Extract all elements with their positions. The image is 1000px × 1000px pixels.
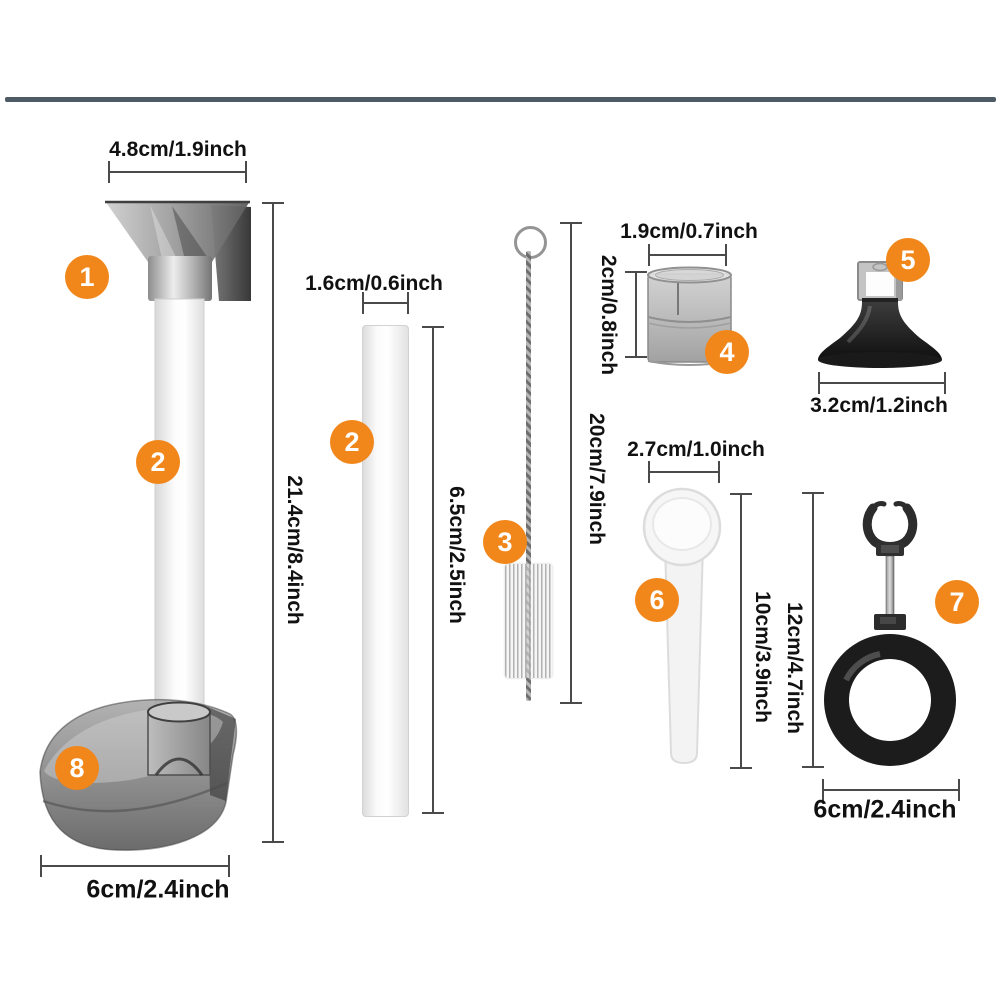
funnel-highlight	[150, 205, 176, 259]
suction-highlight	[846, 305, 872, 344]
brush-length-label: 20cm/7.9inch	[585, 413, 608, 545]
ring-height-dimension-line	[802, 492, 824, 768]
tube-holder-opening	[147, 701, 211, 723]
spoon-length-dimension-line	[730, 493, 752, 769]
spoon-illustration	[642, 487, 722, 765]
suction-width-label: 3.2cm/1.2inch	[810, 394, 948, 417]
long-tube-length-label: 21.4cm/8.4inch	[283, 475, 306, 625]
badge-suction-cup: 5	[886, 238, 930, 282]
ring-height-label: 12cm/4.7inch	[783, 602, 806, 734]
suction-clip-side	[896, 262, 902, 300]
badge-funnel: 1	[65, 255, 109, 299]
ring-highlight	[843, 651, 881, 682]
cup-mid-seam	[647, 316, 732, 323]
badge-base-bowl: 8	[55, 746, 99, 790]
ring-clip-fork-tip-right	[893, 501, 910, 511]
ring-annulus	[824, 634, 957, 766]
tube-holder	[147, 710, 211, 776]
base-width-label: 6cm/2.4inch	[86, 875, 230, 904]
suction-cone	[818, 302, 942, 360]
long-tube-length-dimension-line	[262, 202, 284, 843]
cup-mid-seam-2	[647, 322, 732, 329]
suction-cup-illustration	[818, 261, 942, 368]
tube-holder-arch	[154, 757, 204, 776]
funnel-cone	[105, 201, 250, 262]
funnel-spout-shadow	[172, 206, 208, 260]
suction-width-dimension-line	[818, 372, 946, 394]
badge-long-tube: 2	[136, 440, 180, 484]
short-tube-illustration	[362, 325, 409, 817]
brush-length-dimension-line	[560, 222, 582, 704]
long-tube	[154, 298, 205, 730]
spoon-width-dimension-line	[648, 461, 720, 483]
short-tube-diameter-label: 1.6cm/0.6inch	[305, 272, 443, 295]
top-divider-bar	[5, 97, 996, 102]
brush-bristles	[505, 564, 552, 678]
ring-swivel-detail	[881, 545, 899, 553]
spoon-length-label: 10cm/3.9inch	[751, 591, 774, 723]
badge-cup: 4	[705, 330, 749, 374]
funnel-collar	[148, 256, 212, 301]
ring-width-dimension-line	[822, 779, 960, 801]
funnel-width-dimension-line	[108, 161, 247, 183]
brush-wire-shaft	[526, 251, 531, 701]
short-tube-length-label: 6.5cm/2.5inch	[445, 486, 468, 624]
base-width-dimension-line	[40, 855, 230, 877]
suction-base	[818, 352, 942, 368]
spoon-handle	[663, 544, 705, 765]
ring-stem-connector-detail	[880, 617, 896, 624]
cup-height-dimension-line	[625, 271, 647, 358]
suction-clip-hole	[866, 272, 894, 296]
badge-feeding-ring: 7	[935, 580, 979, 624]
cup-height-label: 2cm/0.8inch	[597, 254, 620, 376]
badge-short-tube: 2	[330, 420, 374, 464]
feeder-assembly-illustration	[39, 200, 251, 851]
short-tube-length-dimension-line	[422, 326, 444, 814]
ring-clip-fork-tip-left	[870, 501, 887, 511]
badge-spoon: 6	[635, 578, 679, 622]
cup-rim-inner	[655, 269, 724, 281]
cup-width-label: 1.9cm/0.7inch	[620, 220, 758, 243]
badge-brush: 3	[483, 520, 527, 564]
base-bowl-right-wedge	[208, 707, 236, 801]
feeding-ring-illustration	[824, 501, 957, 766]
base-bowl-water-line	[42, 781, 228, 813]
ring-stem	[885, 555, 895, 617]
spoon-width-label: 2.7cm/1.0inch	[627, 438, 765, 461]
cup-width-dimension-line	[648, 244, 727, 266]
ring-width-label: 6cm/2.4inch	[813, 795, 957, 824]
spoon-bowl-inner	[652, 497, 712, 551]
ring-clip-fork	[862, 503, 918, 551]
funnel-width-label: 4.8cm/1.9inch	[109, 138, 247, 161]
short-tube-diameter-dimension-line	[362, 292, 409, 314]
